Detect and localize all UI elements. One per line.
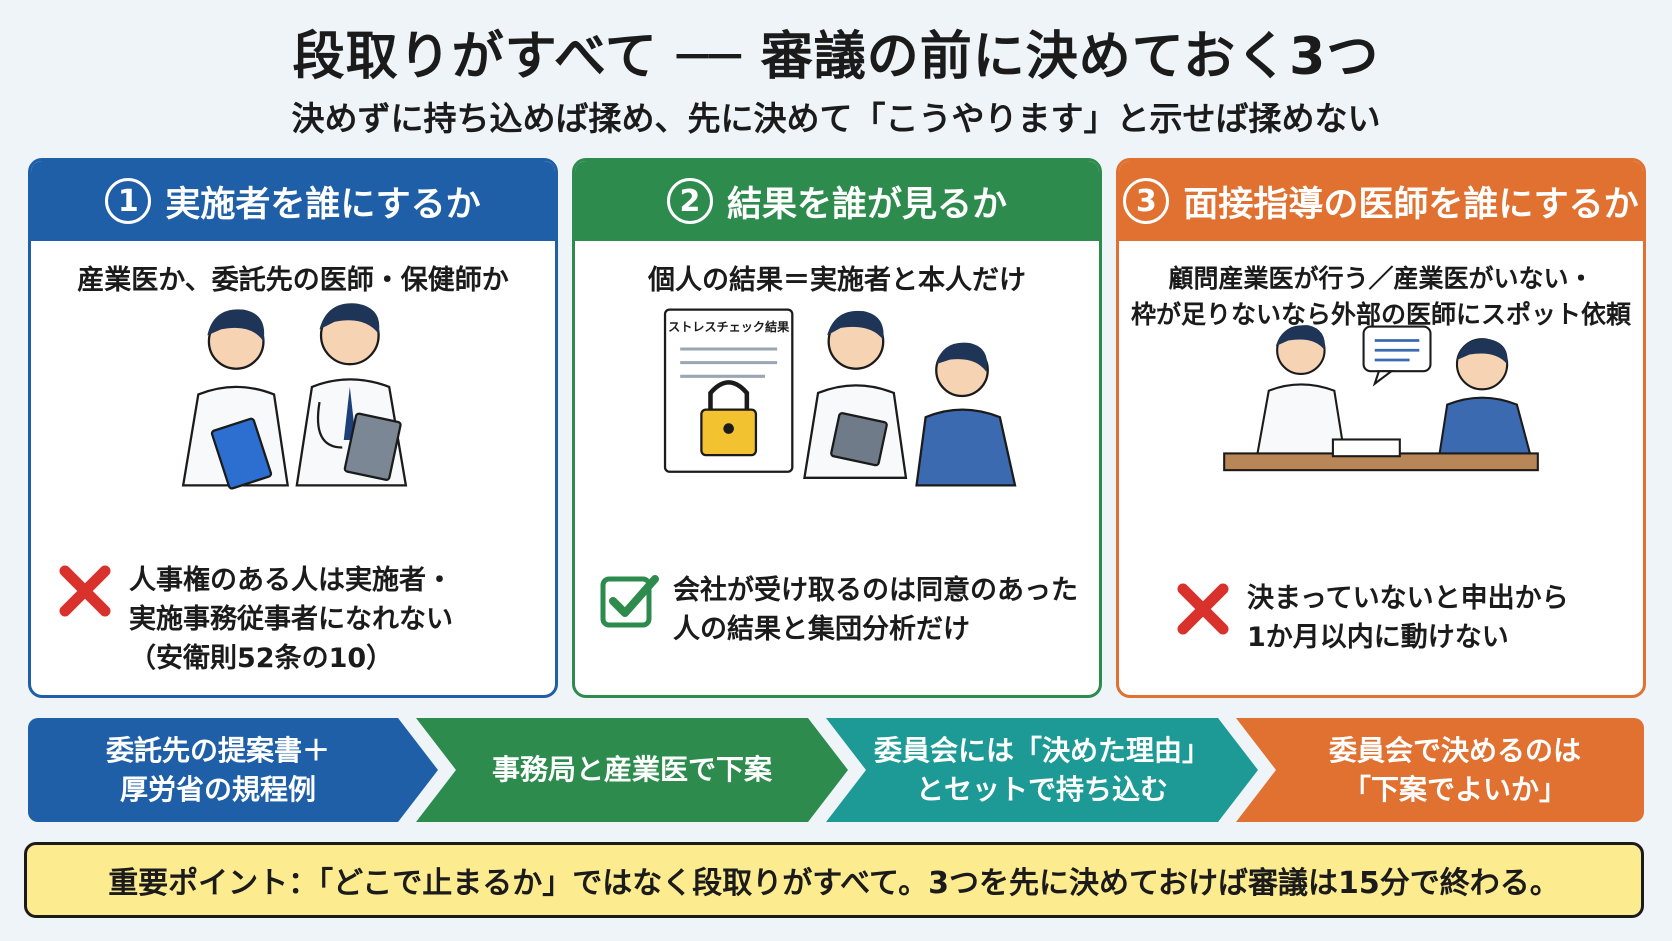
step-number: 3 [1123,178,1170,224]
card-lead: 個人の結果＝実施者と本人だけ [648,265,1026,296]
card-lead: 顧問産業医が行う／産業医がいない・ 枠が足りないなら外部の医師にスポット依頼 [1130,264,1631,330]
card-heading: 結果を誰が見るか [726,184,1007,225]
page-subtitle: 決めずに持ち込めば揉め、先に決めて「こうやります」と示せば揉めない [291,99,1381,138]
key-point-banner: 重要ポイント：「どこで止まるか」ではなく段取りがすべて。3つを先に決めておけば審… [24,842,1644,918]
check-icon [600,575,659,628]
flow-step-draft: 事務局と産業医で下案 [416,718,848,822]
card-header: 1 実施者を誰にするか [31,161,555,241]
card-note: 会社が受け取るのは同意のあった 人の結果と集団分析だけ [599,571,1081,649]
page-title: 段取りがすべて ── 審議の前に決めておく3つ [292,27,1380,87]
card-heading: 実施者を誰にするか [165,184,481,225]
card-implementer: 1 実施者を誰にするか 産業医か、委託先の医師・保健師か 人事権のある人は実施者… [28,158,558,698]
card-result-viewer: 2 結果を誰が見るか 個人の結果＝実施者と本人だけ ストレスチェック結果 会社が… [572,158,1102,698]
note-line: 1か月以内に動けない [1247,622,1509,654]
note-line: 人の結果と集団分析だけ [673,614,970,646]
flow-step-committee-decision: 委員会で決めるのは 「下案でよいか」 [1236,718,1644,822]
card-header: 3 面接指導の医師を誰にするか [1119,161,1643,241]
cross-icon [59,565,111,617]
card-lead: 産業医か、委託先の医師・保健師か [77,265,509,296]
card-interview-doctor: 3 面接指導の医師を誰にするか 顧問産業医が行う／産業医がいない・ 枠が足りない… [1116,158,1646,698]
document-label: ストレスチェック結果 [668,319,790,334]
flow-step-committee-reason: 委員会には「決めた理由」 とセットで持ち込む [826,718,1258,822]
step-number: 1 [105,178,152,224]
card-heading: 面接指導の医師を誰にするか [1183,184,1639,225]
note-line: 決まっていないと申出から [1247,583,1569,614]
note-line: 人事権のある人は実施者・ [129,565,453,596]
note-line: 会社が受け取るのは同意のあった [673,575,1078,606]
interview-illustration [1223,325,1539,472]
note-line: 実施事務従事者になれない [129,604,453,636]
card-header: 2 結果を誰が見るか [575,161,1099,241]
doctors-illustration [181,303,408,490]
step-number: 2 [666,178,713,224]
flow-step-proposal: 委託先の提案書＋ 厚労省の規程例 [28,718,438,822]
speech-bubble-icon [1362,325,1432,373]
cross-icon [1177,583,1229,635]
card-note: 人事権のある人は実施者・ 実施事務従事者になれない （安衛則52条の10） [55,561,537,678]
note-line: （安衛則52条の10） [129,643,394,675]
consultation-illustration: ストレスチェック結果 [663,308,1017,487]
card-note: 決まっていないと申出から 1か月以内に動けない [1173,579,1625,657]
